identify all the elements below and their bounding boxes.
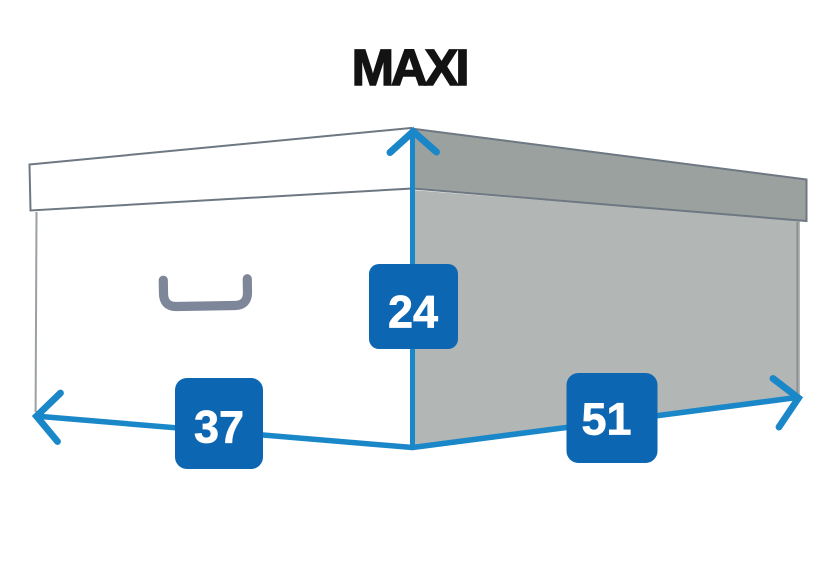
svg-text:37: 37 bbox=[194, 402, 244, 453]
svg-text:24: 24 bbox=[388, 287, 438, 338]
svg-text:MAXI: MAXI bbox=[352, 39, 467, 96]
svg-text:51: 51 bbox=[581, 394, 631, 445]
